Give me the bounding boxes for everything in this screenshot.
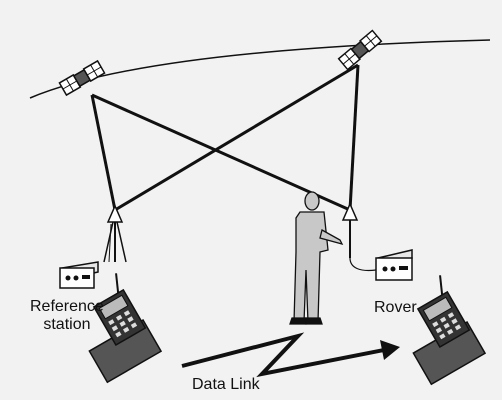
antenna-icon: [103, 204, 127, 263]
zigzag-arrow-icon: [181, 332, 400, 378]
receiver-box-icon: [375, 249, 413, 281]
reference-label-line2: station: [43, 316, 91, 333]
satellite-icon: [337, 29, 383, 71]
data-link-label: Data Link: [192, 376, 260, 393]
surveyor-icon: [289, 191, 344, 325]
reference-label-line1: Reference: [30, 298, 104, 315]
radio-handset-icon: [412, 275, 487, 386]
satellite-icon: [58, 59, 106, 97]
radio-handset-icon: [88, 273, 163, 384]
signal-lines: [90, 63, 360, 212]
reference-station-label: Reference station: [30, 298, 104, 334]
receiver-box-icon: [59, 261, 99, 289]
rover-label: Rover: [374, 299, 417, 316]
antenna-icon: [341, 202, 377, 272]
